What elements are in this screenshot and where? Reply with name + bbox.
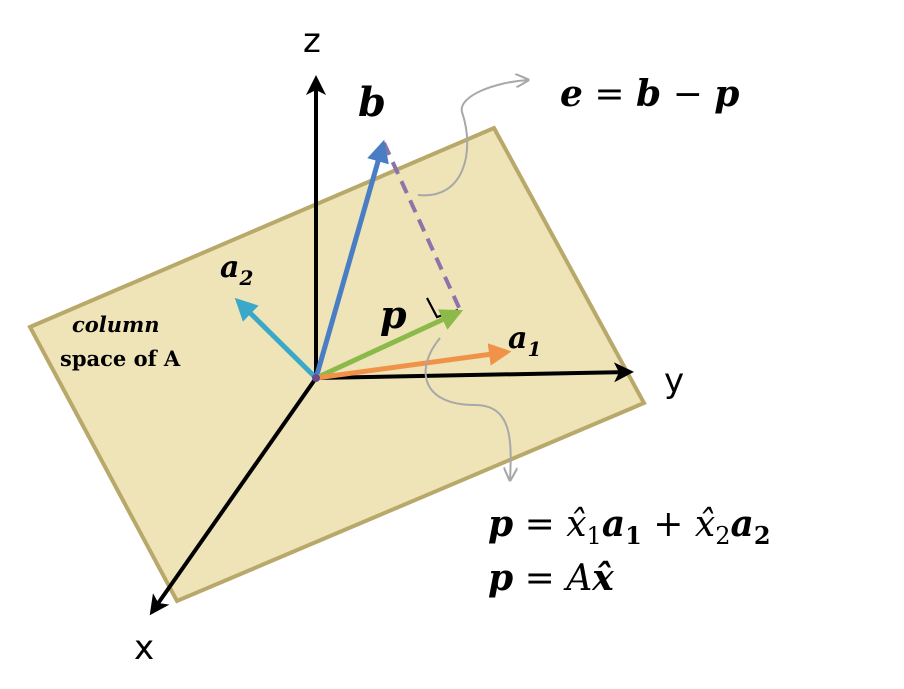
z-axis-label: z [303, 21, 321, 61]
vector-a1 [315, 343, 512, 381]
y-axis [315, 362, 634, 383]
vector-a1-label: a1 [508, 321, 541, 361]
y-axis-label: y [664, 361, 684, 401]
equation-projection-combination: p = x̂1a1 + x̂2a2 [488, 503, 771, 550]
x-axis [149, 376, 318, 616]
vector-b [313, 139, 389, 379]
vector-p [314, 309, 464, 381]
vector-p-label: p [380, 292, 407, 337]
vector-a2-label: a2 [220, 250, 253, 290]
error-vector-e [382, 142, 463, 313]
vector-a2 [234, 297, 318, 380]
callout-arrow-p [424, 337, 511, 480]
vector-b-label: b [358, 79, 386, 126]
plane-label-line1: column [72, 312, 160, 337]
equation-projection-matrix: p = Ax̂ [488, 557, 614, 599]
equation-error-definition: e = b − p [560, 73, 739, 115]
x-axis-label: x [134, 628, 154, 668]
column-space-plane [27, 125, 647, 604]
plane-label-line2: space of A [60, 346, 181, 371]
callout-arrow-e [417, 80, 528, 197]
origin-point [312, 374, 320, 382]
